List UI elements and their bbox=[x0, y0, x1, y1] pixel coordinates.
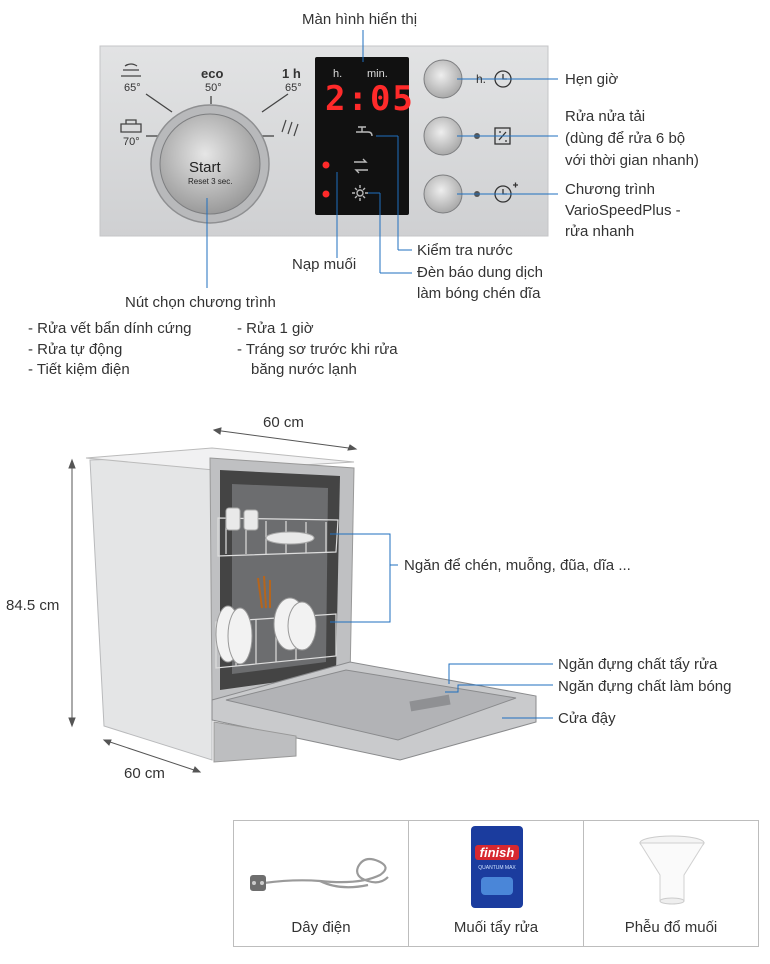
display-h-label: h. bbox=[333, 68, 343, 80]
program-right-3: băng nước lạnh bbox=[251, 361, 357, 378]
power-cord-icon bbox=[250, 857, 389, 891]
salt-label: Muối tẩy rửa bbox=[453, 919, 539, 936]
program-70-icon bbox=[120, 119, 142, 133]
upper-rack-cups bbox=[225, 507, 315, 545]
accessory-funnel: Phễu đổ muối bbox=[583, 820, 759, 947]
dishwasher-side bbox=[89, 455, 213, 761]
display-time: 2:05 bbox=[325, 79, 415, 119]
funnel-icon bbox=[639, 835, 705, 905]
timer-button bbox=[423, 59, 463, 99]
program-select-callout: Nút chọn chương trình bbox=[125, 294, 276, 311]
dispenser bbox=[409, 694, 451, 712]
dimension-lines bbox=[68, 427, 358, 773]
power-cord-label: Dây điện bbox=[291, 919, 351, 936]
door-inner bbox=[225, 669, 517, 741]
salt-brand: finish bbox=[475, 845, 519, 860]
door-callout: Cửa đậy bbox=[558, 710, 616, 727]
program-left-3: - Tiết kiệm điện bbox=[28, 361, 130, 378]
program-knob bbox=[159, 113, 261, 215]
half-load-callout-1: Rửa nửa tải bbox=[565, 108, 646, 125]
control-panel-diagram bbox=[99, 30, 558, 288]
program-65-icon bbox=[121, 63, 141, 77]
timer-callout: Hẹn giờ bbox=[565, 71, 619, 88]
rinse-callout: Ngăn đựng chất làm bóng bbox=[558, 678, 732, 695]
accessory-salt: finish QUANTUM MAX Muối tẩy rửa bbox=[408, 820, 584, 947]
water-check-callout: Kiểm tra nước bbox=[417, 242, 513, 259]
rinse-led bbox=[322, 190, 330, 198]
plates bbox=[215, 597, 317, 665]
vario-callout-2: VarioSpeedPlus - bbox=[565, 202, 681, 219]
salt-refill-icon bbox=[354, 158, 368, 174]
tap-icon bbox=[356, 126, 373, 137]
knob-start-label[interactable]: Start bbox=[189, 159, 221, 176]
display-min-label: min. bbox=[367, 68, 388, 80]
temp-70-label: 70° bbox=[123, 136, 140, 148]
rinse-aid-icon bbox=[352, 185, 368, 201]
eco-label: eco bbox=[201, 66, 224, 81]
eco-temp-label: 50° bbox=[205, 82, 222, 94]
program-prerinse-icon bbox=[281, 119, 299, 137]
racks-callout: Ngăn để chén, muỗng, đũa, dĩa ... bbox=[404, 557, 631, 574]
one-hour-label: 1 h bbox=[282, 66, 301, 81]
detergent-callout: Ngăn đựng chất tẩy rửa bbox=[558, 656, 718, 673]
program-right-2: - Tráng sơ trước khi rửa bbox=[237, 341, 398, 358]
half-load-callout-3: với thời gian nhanh) bbox=[565, 152, 699, 169]
program-left-2: - Rửa tự động bbox=[28, 341, 123, 358]
salt-callout: Nạp muối bbox=[292, 256, 357, 273]
display-callout: Màn hình hiển thị bbox=[302, 11, 418, 28]
button-h-label: h. bbox=[476, 72, 487, 86]
one-hour-temp-label: 65° bbox=[285, 82, 302, 94]
lcd-display bbox=[315, 57, 409, 215]
funnel-label: Phễu đổ muối bbox=[624, 919, 718, 936]
salt-led bbox=[322, 161, 330, 169]
salt-subtitle: QUANTUM MAX bbox=[478, 865, 516, 871]
utensils bbox=[257, 575, 271, 609]
salt-tablet-image bbox=[481, 877, 513, 895]
height-dimension: 84.5 cm bbox=[6, 597, 60, 614]
vario-button bbox=[423, 174, 463, 214]
program-left-1: - Rửa vết bẩn dính cứng bbox=[28, 320, 192, 337]
half-load-callout-2: (dùng để rửa 6 bộ bbox=[565, 130, 686, 147]
vario-callout-1: Chương trình bbox=[565, 181, 655, 198]
dishwasher-diagram bbox=[68, 427, 553, 773]
program-right-1: - Rửa 1 giờ bbox=[237, 320, 314, 337]
width-dimension: 60 cm bbox=[263, 414, 304, 431]
half-load-button bbox=[423, 116, 463, 156]
rinse-aid-callout-2: làm bóng chén dĩa bbox=[417, 285, 541, 302]
accessory-power-cord: Dây điện bbox=[233, 820, 409, 947]
vario-callout-3: rửa nhanh bbox=[565, 223, 635, 240]
knob-reset-label: Reset 3 sec. bbox=[188, 177, 233, 186]
depth-dimension: 60 cm bbox=[124, 765, 165, 782]
rinse-aid-callout-1: Đèn báo dung dịch bbox=[417, 264, 543, 281]
temp-65-label: 65° bbox=[124, 82, 141, 94]
kickplate bbox=[213, 721, 297, 763]
